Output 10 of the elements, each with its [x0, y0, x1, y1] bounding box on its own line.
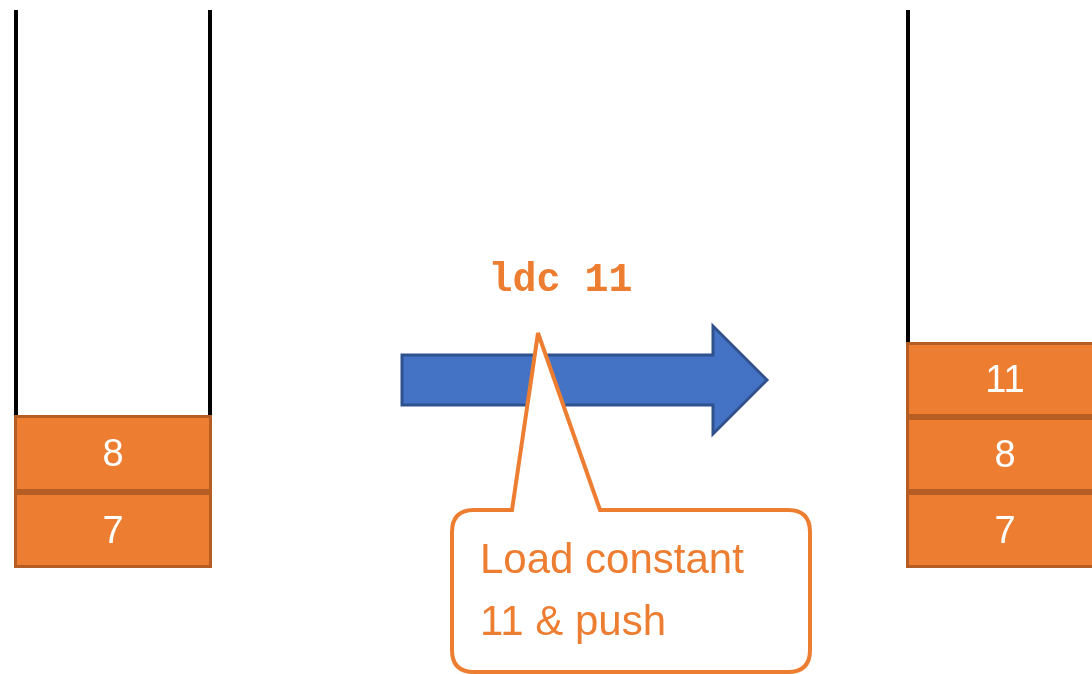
stack-cell: 8	[14, 415, 212, 492]
block-arrow	[400, 322, 770, 438]
stack-cell: 11	[906, 342, 1092, 417]
stack-container	[906, 10, 1092, 568]
stack-cell: 7	[906, 492, 1092, 568]
stack-container	[14, 10, 212, 568]
stack-cell: 7	[14, 492, 212, 568]
stack-cell: 8	[906, 417, 1092, 492]
edge-label: ldc 11	[488, 258, 633, 303]
callout-text: Load constant 11 & push	[480, 534, 745, 646]
